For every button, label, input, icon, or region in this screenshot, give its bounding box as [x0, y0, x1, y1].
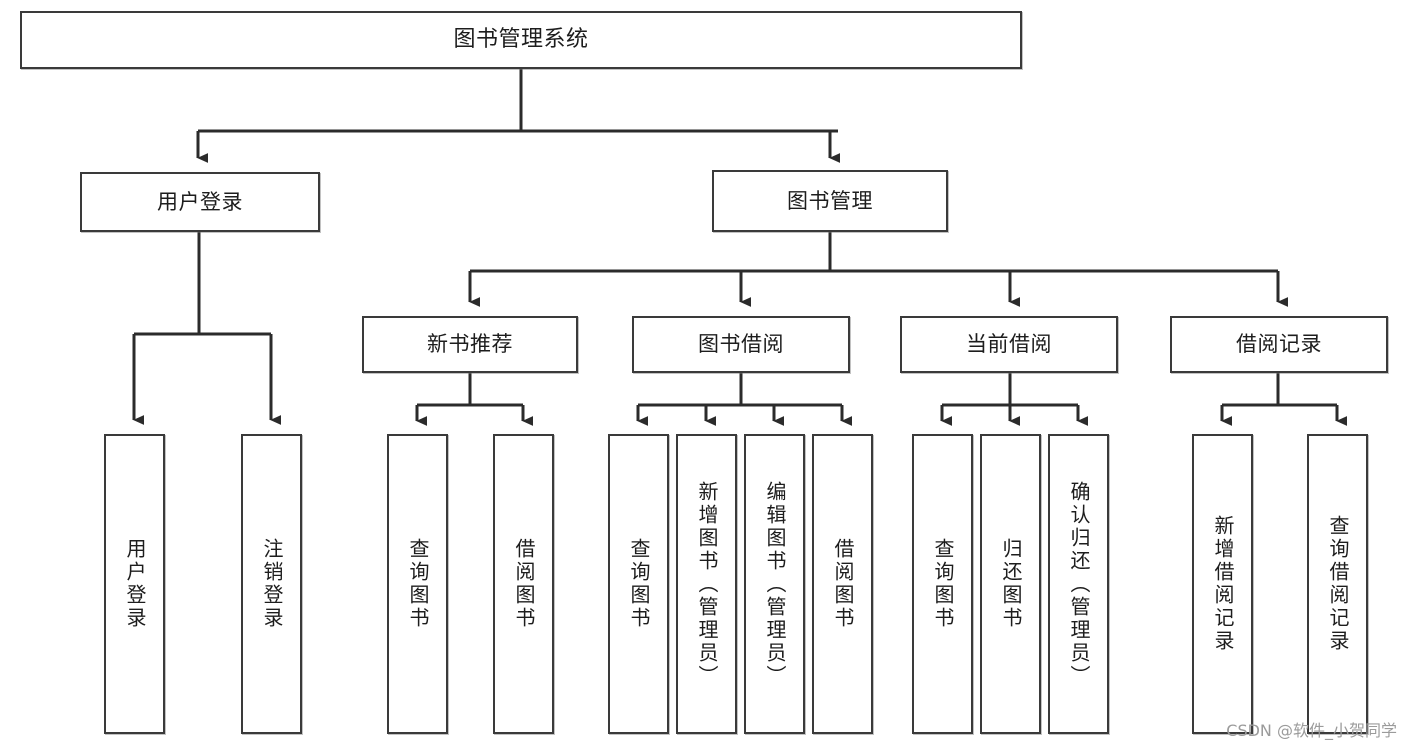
- node-label: 图书借阅: [698, 332, 784, 357]
- node-label: 用户登录: [123, 538, 147, 630]
- node-label: 编辑图书（管理员）: [763, 480, 787, 688]
- node-label: 图书管理系统: [453, 27, 589, 53]
- node-label: 新书推荐: [427, 332, 513, 357]
- leaf-new-book-query[interactable]: 查询图书: [387, 434, 448, 734]
- node-label: 查询图书: [931, 538, 955, 630]
- node-book-borrow[interactable]: 图书借阅: [632, 316, 850, 373]
- node-label: 查询图书: [627, 538, 651, 630]
- node-label: 借阅图书: [512, 538, 536, 630]
- node-label: 当前借阅: [966, 332, 1052, 357]
- leaf-book-borrow-query[interactable]: 查询图书: [608, 434, 669, 734]
- leaf-new-book-borrow[interactable]: 借阅图书: [493, 434, 554, 734]
- leaf-user-login-logout[interactable]: 注销登录: [241, 434, 302, 734]
- leaf-book-borrow-edit[interactable]: 编辑图书（管理员）: [744, 434, 805, 734]
- node-label: 借阅图书: [831, 538, 855, 630]
- node-label: 借阅记录: [1236, 332, 1322, 357]
- leaf-current-borrow-query[interactable]: 查询图书: [912, 434, 973, 734]
- leaf-borrow-record-add[interactable]: 新增借阅记录: [1192, 434, 1253, 734]
- node-label: 查询借阅记录: [1326, 515, 1350, 653]
- node-label: 确认归还（管理员）: [1067, 480, 1091, 688]
- leaf-user-login-login[interactable]: 用户登录: [104, 434, 165, 734]
- node-label: 查询图书: [406, 538, 430, 630]
- node-user-login[interactable]: 用户登录: [80, 172, 320, 232]
- leaf-current-borrow-return[interactable]: 归还图书: [980, 434, 1041, 734]
- node-label: 新增图书（管理员）: [695, 480, 719, 688]
- node-label: 注销登录: [260, 538, 284, 630]
- node-label: 用户登录: [157, 189, 243, 214]
- node-label: 图书管理: [787, 188, 873, 213]
- leaf-book-borrow-add[interactable]: 新增图书（管理员）: [676, 434, 737, 734]
- leaf-current-borrow-confirm-return[interactable]: 确认归还（管理员）: [1048, 434, 1109, 734]
- leaf-borrow-record-query[interactable]: 查询借阅记录: [1307, 434, 1368, 734]
- csdn-watermark: CSDN @软件_小贺同学: [1226, 721, 1397, 740]
- node-root-system[interactable]: 图书管理系统: [20, 11, 1022, 69]
- node-borrow-record[interactable]: 借阅记录: [1170, 316, 1388, 373]
- node-current-borrow[interactable]: 当前借阅: [900, 316, 1118, 373]
- node-new-book-recommend[interactable]: 新书推荐: [362, 316, 578, 373]
- node-label: 归还图书: [999, 538, 1023, 630]
- node-label: 新增借阅记录: [1211, 515, 1235, 653]
- node-book-manage[interactable]: 图书管理: [712, 170, 948, 232]
- leaf-book-borrow-borrow[interactable]: 借阅图书: [812, 434, 873, 734]
